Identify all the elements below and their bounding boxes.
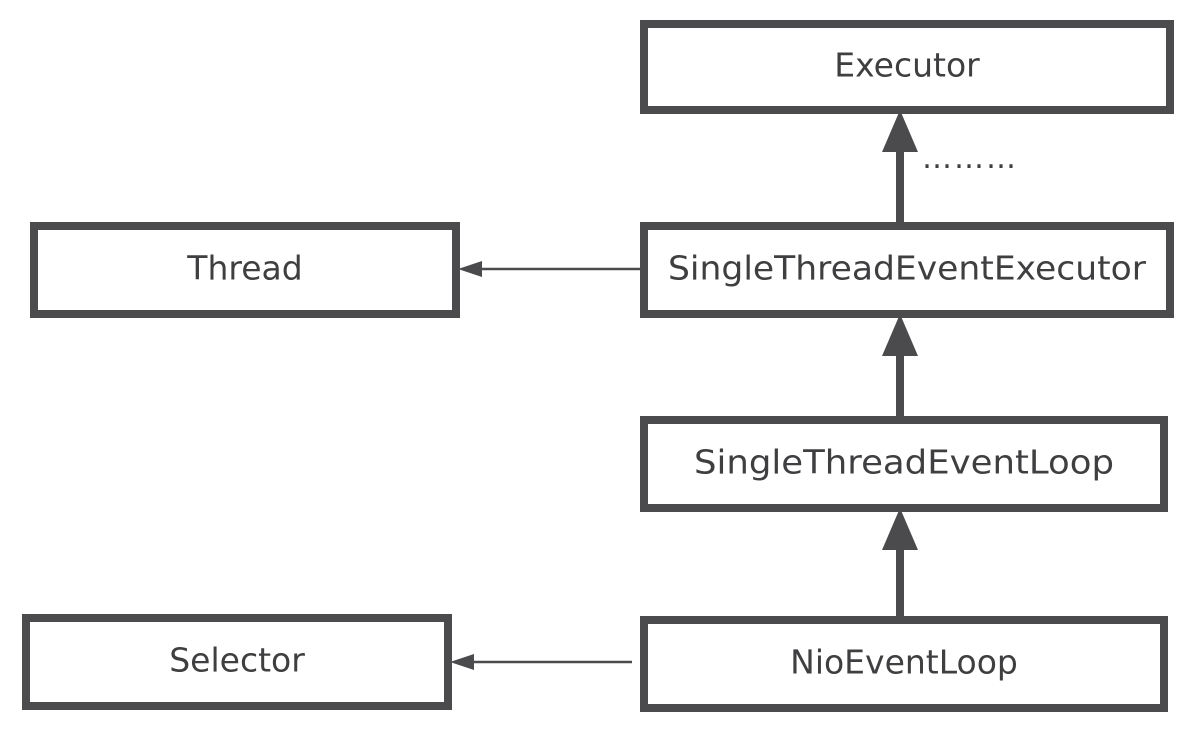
node-nioeventloop: NioEventLoop: [640, 616, 1168, 712]
node-selector-label: Selector: [169, 641, 305, 680]
edge-singlethreadeventexecutor-to-executor: [882, 110, 918, 222]
node-executor: Executor: [640, 20, 1174, 114]
edge-nioeventloop-to-selector: [450, 654, 632, 670]
node-selector: Selector: [22, 614, 452, 710]
node-singlethreadeventexecutor: SingleThreadEventExecutor: [640, 222, 1174, 318]
node-executor-label: Executor: [834, 46, 980, 85]
node-singlethreadeventexecutor-label: SingleThreadEventExecutor: [668, 249, 1146, 288]
node-thread: Thread: [30, 222, 460, 318]
ellipsis-annotation: ………: [922, 141, 1018, 176]
node-singlethreadeventloop-label: SingleThreadEventLoop: [694, 443, 1114, 482]
node-singlethreadeventloop: SingleThreadEventLoop: [640, 416, 1168, 512]
edge-singlethreadeventexecutor-to-thread: [458, 261, 640, 277]
edge-nioeventloop-to-singlethreadeventloop: [882, 508, 918, 616]
node-thread-label: Thread: [186, 249, 302, 288]
node-nioeventloop-label: NioEventLoop: [790, 643, 1018, 682]
edge-singlethreadeventloop-to-singlethreadeventexecutor: [882, 314, 918, 418]
